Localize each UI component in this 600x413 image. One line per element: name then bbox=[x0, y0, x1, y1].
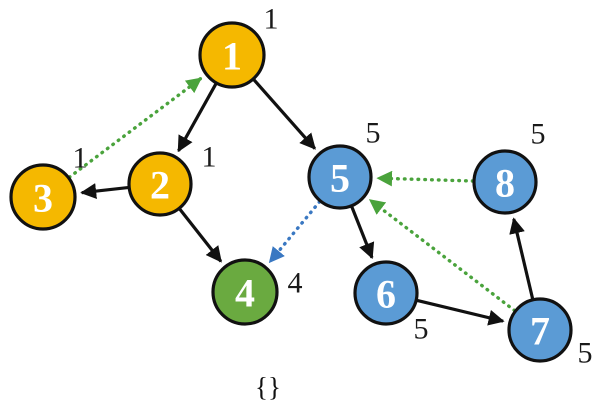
node-label-1: 1 bbox=[222, 34, 242, 79]
edge-3-to-1 bbox=[67, 76, 203, 179]
node-label-4: 4 bbox=[235, 271, 255, 316]
edge-2-to-4 bbox=[178, 208, 223, 263]
node-6[interactable]: 6 bbox=[353, 260, 419, 326]
node-2[interactable]: 2 bbox=[127, 151, 193, 217]
edge-5-to-4 bbox=[268, 199, 322, 264]
node-3[interactable]: 3 bbox=[9, 163, 77, 231]
node-tag-8: 5 bbox=[531, 118, 546, 151]
node-label-5: 5 bbox=[330, 156, 350, 201]
node-tag-6: 5 bbox=[414, 313, 429, 346]
edge-7-to-5 bbox=[368, 198, 517, 313]
edge-layer bbox=[67, 76, 535, 326]
node-5[interactable]: 5 bbox=[307, 144, 373, 210]
node-4[interactable]: 4 bbox=[211, 258, 279, 326]
node-tag-5: 5 bbox=[366, 117, 381, 150]
edge-1-to-2 bbox=[177, 83, 218, 153]
edge-2-to-3 bbox=[80, 183, 129, 200]
node-label-8: 8 bbox=[495, 161, 515, 206]
edge-8-to-5 bbox=[376, 170, 475, 187]
footer-set-notation: {} bbox=[255, 372, 281, 402]
node-circle-8[interactable] bbox=[472, 149, 538, 215]
edge-5-to-6 bbox=[350, 206, 375, 260]
node-7[interactable]: 7 bbox=[507, 297, 573, 363]
node-circle-2[interactable] bbox=[127, 151, 193, 217]
node-tag-3: 1 bbox=[73, 142, 88, 175]
node-tag-4: 4 bbox=[288, 267, 303, 300]
node-label-6: 6 bbox=[376, 272, 396, 317]
node-label-3: 3 bbox=[33, 176, 53, 221]
node-tag-7: 5 bbox=[578, 337, 593, 370]
node-label-2: 2 bbox=[150, 163, 170, 208]
node-circle-1[interactable] bbox=[198, 21, 266, 89]
node-circle-7[interactable] bbox=[507, 297, 573, 363]
node-8[interactable]: 8 bbox=[472, 149, 538, 215]
node-1[interactable]: 1 bbox=[198, 21, 266, 89]
edge-1-to-5 bbox=[252, 78, 317, 150]
node-label-7: 7 bbox=[530, 309, 550, 354]
node-circle-6[interactable] bbox=[353, 260, 419, 326]
edge-6-to-7 bbox=[416, 298, 505, 326]
node-circle-3[interactable] bbox=[9, 163, 77, 231]
node-tag-2: 1 bbox=[202, 141, 217, 174]
node-circle-5[interactable] bbox=[307, 144, 373, 210]
node-circle-4[interactable] bbox=[211, 258, 279, 326]
edge-7-to-8 bbox=[509, 217, 535, 300]
node-tag-1: 1 bbox=[264, 3, 279, 36]
